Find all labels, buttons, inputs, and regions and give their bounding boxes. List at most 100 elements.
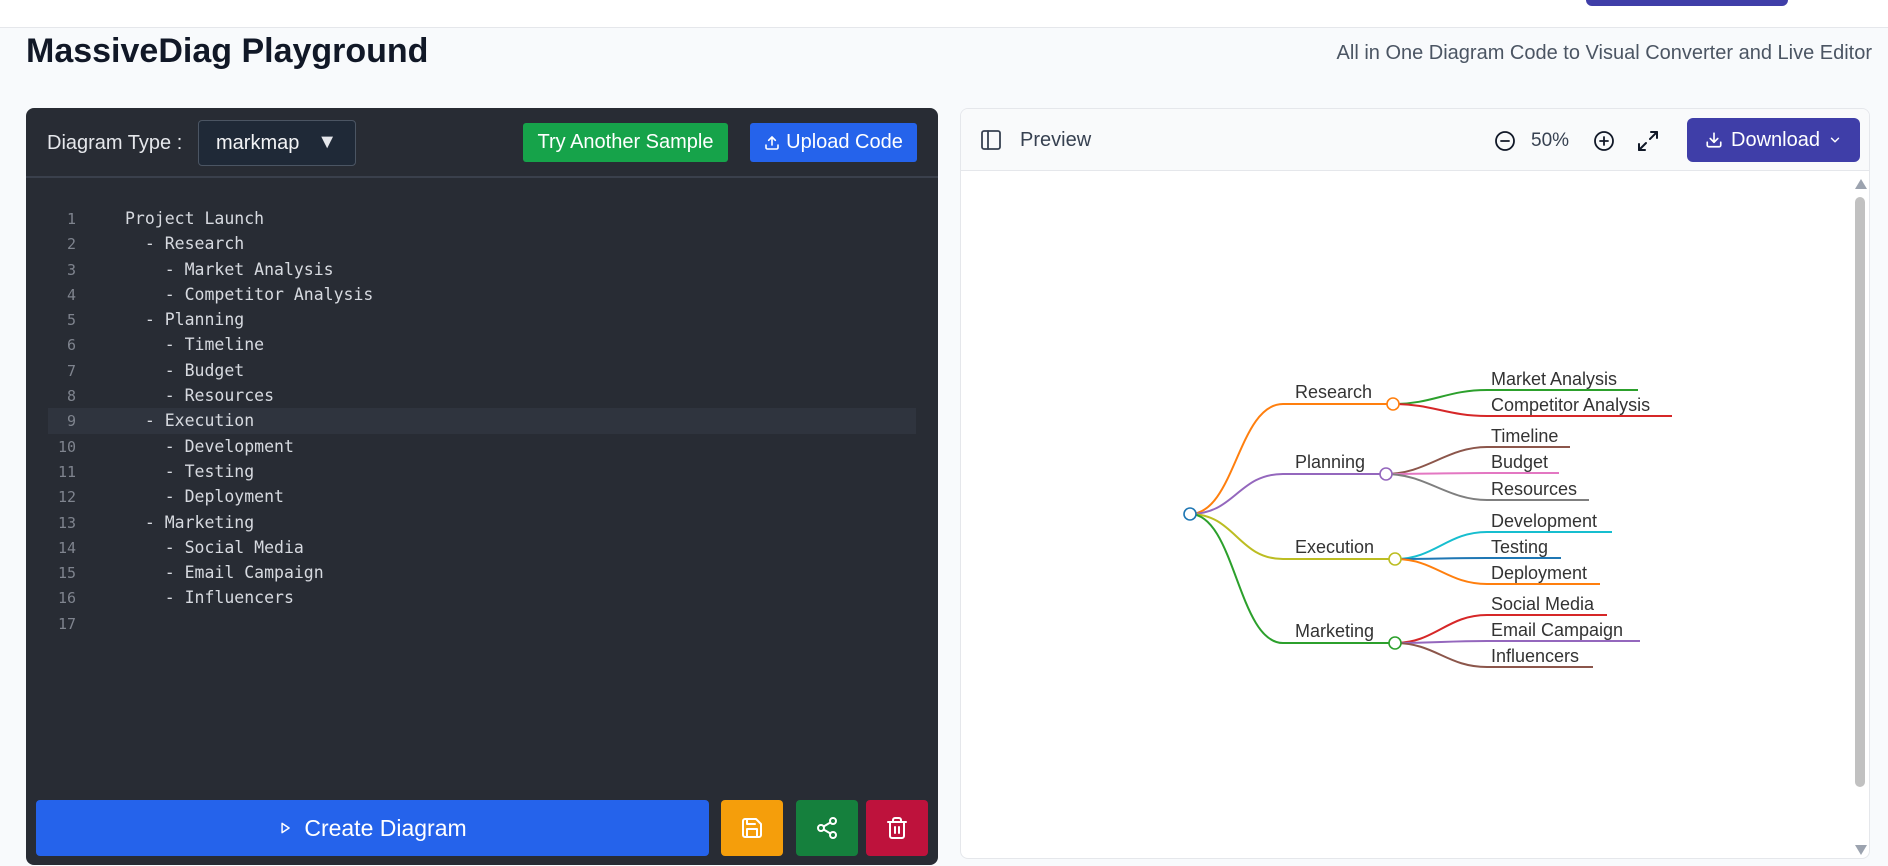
leaf-label: Deployment <box>1491 563 1587 583</box>
save-icon <box>742 818 762 838</box>
leaf-edge <box>1394 558 1600 585</box>
code-editor-panel: Diagram Type : markmap ▼ Try Another Sam… <box>26 108 938 865</box>
trash-icon <box>887 817 907 839</box>
branch-label: Execution <box>1295 537 1374 557</box>
download-button[interactable]: Download <box>1687 118 1860 162</box>
line-text: - Competitor Analysis <box>125 284 374 304</box>
line-text: - Deployment <box>125 487 284 507</box>
branch-node[interactable] <box>1388 552 1402 566</box>
line-number: 13 <box>57 513 76 532</box>
page-title: MassiveDiag Playground <box>26 32 429 70</box>
branch-label: Planning <box>1295 452 1365 472</box>
line-text: Project Launch <box>125 209 265 228</box>
code-line: 12 - Deployment <box>48 484 916 509</box>
line-text: - Testing <box>125 461 255 481</box>
preview-scrollbar[interactable] <box>1854 179 1867 855</box>
diagram-type-select[interactable]: markmap ▼ <box>198 120 356 166</box>
try-another-sample-button[interactable]: Try Another Sample <box>523 123 728 162</box>
upload-icon <box>765 135 779 150</box>
leaf-label: Timeline <box>1491 426 1558 446</box>
code-line: 11 - Testing <box>48 459 916 484</box>
line-number: 17 <box>57 614 76 633</box>
code-line: 7 - Budget <box>48 358 916 383</box>
code-line: 16 - Influencers <box>48 585 916 610</box>
line-number: 5 <box>66 311 76 330</box>
leaf-edge <box>1385 473 1589 501</box>
leaf-label: Resources <box>1491 479 1577 499</box>
delete-button[interactable] <box>866 800 928 856</box>
line-number: 6 <box>66 336 76 355</box>
code-line: 6 - Timeline <box>48 332 916 357</box>
line-number: 12 <box>57 488 76 507</box>
line-number: 3 <box>66 260 76 279</box>
leaf-edge <box>1394 531 1612 560</box>
line-text: - Development <box>125 436 294 456</box>
line-text: - Influencers <box>125 588 294 608</box>
root-node[interactable] <box>1183 507 1197 521</box>
branch-node[interactable] <box>1386 397 1400 411</box>
fullscreen-icon[interactable] <box>1636 129 1660 153</box>
line-text: - Resources <box>125 386 275 406</box>
zoom-level: 50% <box>1531 130 1570 151</box>
leaf-label: Market Analysis <box>1491 369 1617 389</box>
code-line: 2 - Research <box>48 231 916 256</box>
leaf-edge <box>1394 640 1640 644</box>
code-line: 3 - Market Analysis <box>48 257 916 282</box>
leaf-label: Social Media <box>1491 594 1595 614</box>
download-label: Download <box>1731 128 1820 151</box>
leaf-label: Email Campaign <box>1491 620 1623 640</box>
line-text: - Social Media <box>125 537 304 557</box>
create-diagram-button[interactable]: Create Diagram <box>36 800 709 856</box>
line-text: - Email Campaign <box>125 563 324 583</box>
upload-code-button[interactable]: Upload Code <box>750 123 917 162</box>
share-button[interactable] <box>796 800 858 856</box>
code-line: 9 - Execution <box>48 408 916 434</box>
leaf-edge <box>1394 614 1607 644</box>
line-number: 14 <box>57 538 76 557</box>
line-number: 8 <box>66 387 76 406</box>
line-text: - Planning <box>125 310 245 330</box>
line-text: - Marketing <box>125 512 255 532</box>
branch-edge <box>1189 403 1393 515</box>
caret-down-icon: ▼ <box>317 131 337 153</box>
branch-node[interactable] <box>1379 467 1393 481</box>
zoom-in-icon[interactable] <box>1592 129 1616 153</box>
leaf-edge <box>1385 472 1559 475</box>
code-line: 4 - Competitor Analysis <box>48 282 916 307</box>
line-number: 16 <box>57 589 76 608</box>
branch-edge <box>1189 513 1395 560</box>
line-number: 1 <box>66 210 76 228</box>
play-icon <box>281 822 291 834</box>
code-line: 15 - Email Campaign <box>48 560 916 585</box>
scroll-thumb[interactable] <box>1855 197 1865 787</box>
line-text: - Execution <box>125 411 255 431</box>
leaf-label: Development <box>1491 511 1597 531</box>
code-line: 5 - Planning <box>48 307 916 332</box>
code-line: 13 - Marketing <box>48 510 916 535</box>
sidebar-toggle-icon[interactable] <box>979 128 1003 152</box>
leaf-label: Influencers <box>1491 646 1579 666</box>
preview-label: Preview <box>1020 129 1092 151</box>
scroll-up-arrow[interactable] <box>1855 179 1867 189</box>
line-number: 10 <box>57 437 76 456</box>
code-line: 8 - Resources <box>48 383 916 408</box>
top-nav-button[interactable] <box>1586 0 1788 6</box>
leaf-edge <box>1385 446 1570 475</box>
line-number: 15 <box>57 564 76 583</box>
preview-panel: Preview 50% Download <box>960 108 1870 859</box>
create-diagram-label: Create Diagram <box>304 814 467 841</box>
diagram-type-label: Diagram Type : <box>47 132 183 154</box>
line-number: 7 <box>66 361 76 380</box>
zoom-out-icon[interactable] <box>1493 129 1517 153</box>
share-icon <box>817 817 837 839</box>
save-button[interactable] <box>721 800 783 856</box>
scroll-down-arrow[interactable] <box>1855 845 1867 855</box>
download-icon <box>1706 132 1722 148</box>
branch-label: Marketing <box>1295 621 1374 641</box>
line-text: - Budget <box>125 360 245 380</box>
line-number: 9 <box>66 412 76 431</box>
branch-node[interactable] <box>1388 636 1402 650</box>
leaf-edge <box>1394 642 1593 668</box>
